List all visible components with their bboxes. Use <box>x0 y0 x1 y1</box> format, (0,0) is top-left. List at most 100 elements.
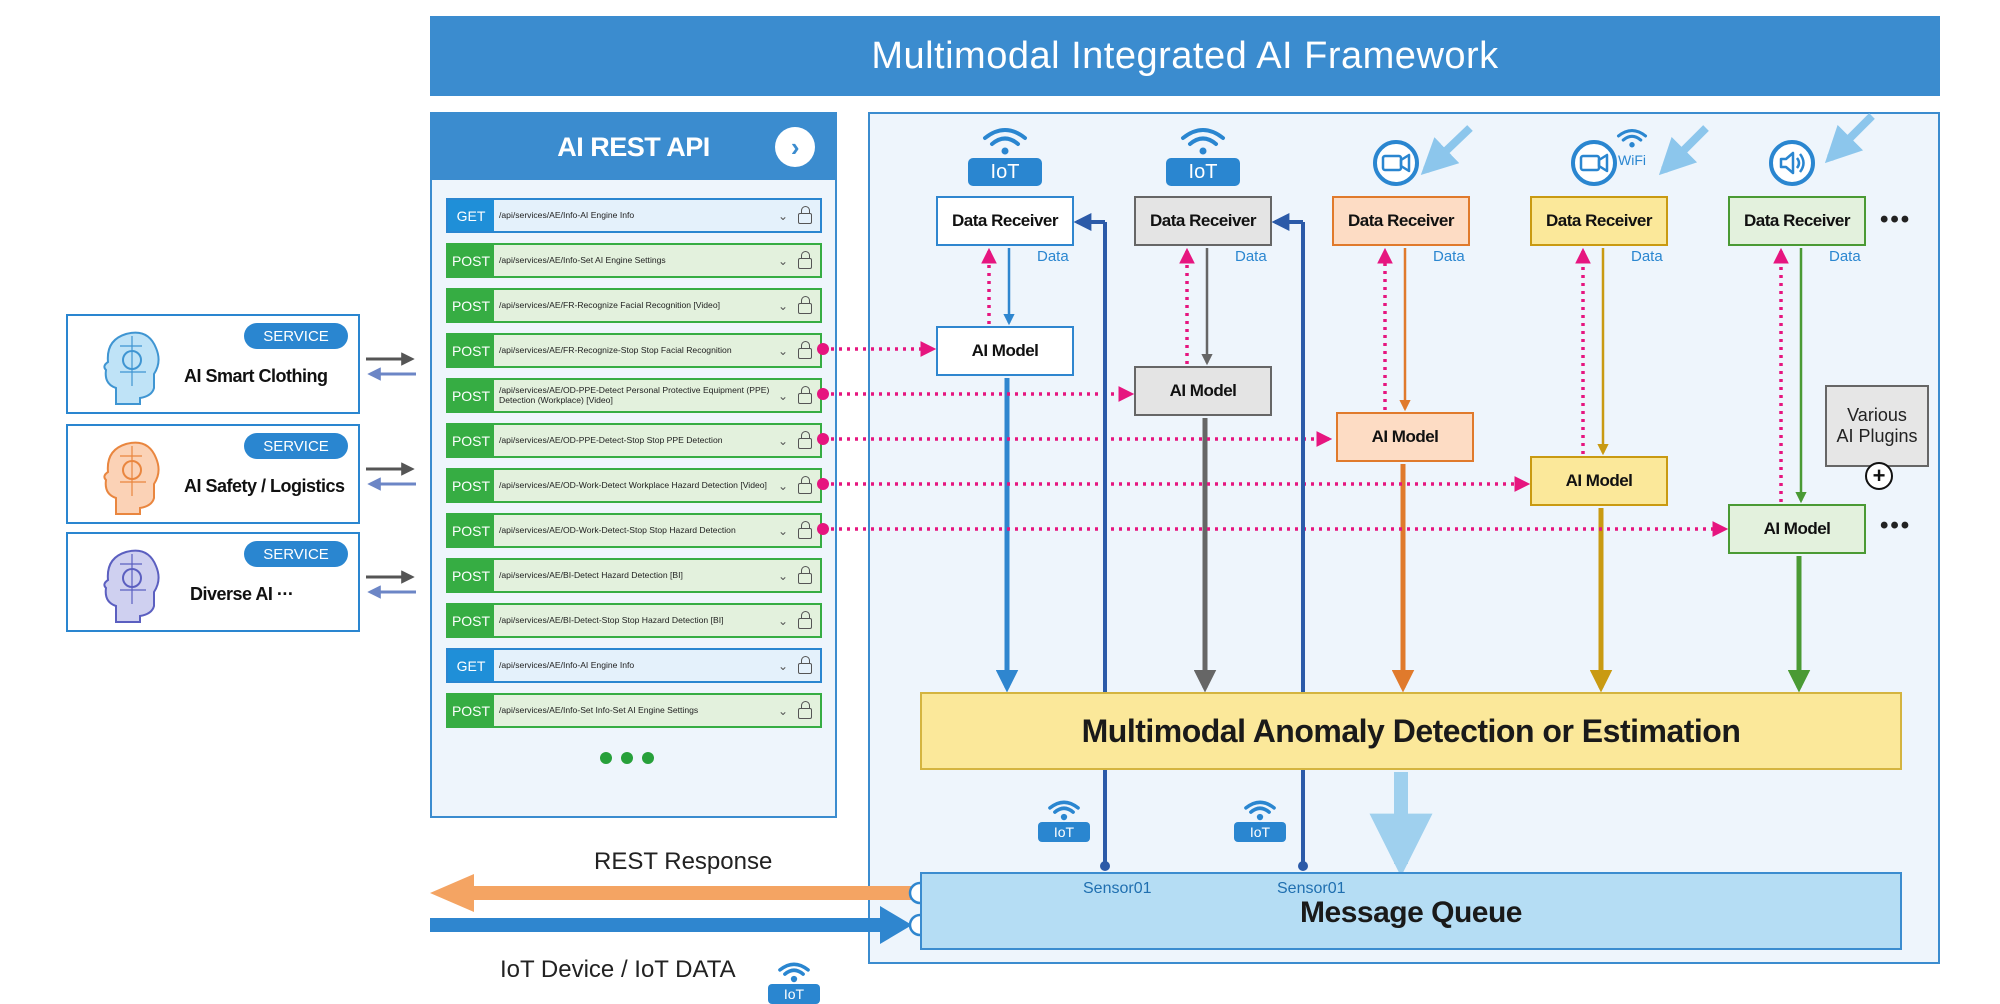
chevron-right-icon[interactable]: › <box>775 127 815 167</box>
wifi-label: WiFi <box>1618 152 1646 168</box>
endpoint-row[interactable]: POST /api/services/AE/Info-Set AI Engine… <box>446 243 822 278</box>
iot-mini-badge: IoT <box>1038 798 1090 842</box>
plus-icon[interactable]: + <box>1865 462 1893 490</box>
data-label: Data <box>1829 248 1861 265</box>
service-label: AI Safety / Logistics <box>184 476 345 496</box>
service-badge: SERVICE <box>244 433 348 459</box>
endpoint-path: /api/services/AE/BI-Detect-Stop Stop Haz… <box>499 615 724 625</box>
more-receivers-dots: ••• <box>1880 206 1912 233</box>
http-method: POST <box>448 515 494 546</box>
iot-source: IoT <box>968 124 1042 186</box>
api-header: AI REST API › <box>432 114 835 180</box>
iot-data-arrow <box>430 906 912 944</box>
endpoint-row[interactable]: POST /api/services/AE/BI-Detect-Stop Sto… <box>446 603 822 638</box>
chevron-down-icon[interactable]: ⌄ <box>777 388 789 403</box>
endpoint-row[interactable]: POST /api/services/AE/OD-Work-Detect-Sto… <box>446 513 822 548</box>
ai-model-box: AI Model <box>1530 456 1668 506</box>
chevron-down-icon[interactable]: ⌄ <box>777 703 789 718</box>
service-card[interactable]: SERVICE Diverse AI ··· <box>66 532 360 632</box>
ai-model-box: AI Model <box>936 326 1074 376</box>
wifi-source: WiFi <box>1607 124 1657 168</box>
http-method: POST <box>448 335 494 366</box>
ai-head-icon <box>103 549 160 623</box>
lock-icon[interactable] <box>798 296 812 314</box>
lock-icon[interactable] <box>798 476 812 494</box>
lock-icon[interactable] <box>798 701 812 719</box>
endpoint-path: /api/services/AE/FR-Recognize Facial Rec… <box>499 300 720 310</box>
endpoint-path: /api/services/AE/OD-PPE-Detect Personal … <box>499 385 770 405</box>
http-method: POST <box>448 245 494 276</box>
wifi-icon <box>1616 129 1648 148</box>
ai-model-box: AI Model <box>1728 504 1866 554</box>
rest-response-label: REST Response <box>594 848 773 875</box>
data-receiver-box: Data Receiver <box>1530 196 1668 246</box>
framework-title: Multimodal Integrated AI Framework <box>430 16 1940 96</box>
iot-data-label: IoT Device / IoT DATA <box>500 956 736 983</box>
chevron-down-icon[interactable]: ⌄ <box>777 658 789 673</box>
iot-badge: IoT <box>1166 158 1240 186</box>
lock-icon[interactable] <box>798 566 812 584</box>
endpoint-row[interactable]: POST /api/services/AE/Info-Set Info-Set … <box>446 693 822 728</box>
input-source-arrow <box>1658 125 1709 176</box>
lock-icon[interactable] <box>798 206 812 224</box>
lock-icon[interactable] <box>798 521 812 539</box>
chevron-down-icon[interactable]: ⌄ <box>777 433 789 448</box>
endpoint-row[interactable]: POST /api/services/AE/BI-Detect Hazard D… <box>446 558 822 593</box>
data-label: Data <box>1631 248 1663 265</box>
chevron-down-icon[interactable]: ⌄ <box>777 478 789 493</box>
service-card[interactable]: SERVICE AI Safety / Logistics <box>66 424 360 524</box>
endpoint-path: /api/services/AE/OD-PPE-Detect-Stop Stop… <box>499 435 723 445</box>
api-panel: AI REST API › GET /api/services/AE/Info-… <box>430 112 837 818</box>
lock-icon[interactable] <box>798 611 812 629</box>
ai-head-icon <box>103 331 160 405</box>
lock-icon[interactable] <box>798 341 812 359</box>
chevron-down-icon[interactable]: ⌄ <box>777 208 789 223</box>
chevron-down-icon[interactable]: ⌄ <box>777 298 789 313</box>
chevron-down-icon[interactable]: ⌄ <box>777 613 789 628</box>
wifi-icon <box>1181 128 1225 155</box>
lock-icon[interactable] <box>798 656 812 674</box>
http-method: POST <box>448 380 494 411</box>
service-label: AI Smart Clothing <box>184 366 328 386</box>
chevron-down-icon[interactable]: ⌄ <box>777 523 789 538</box>
chevron-down-icon[interactable]: ⌄ <box>777 343 789 358</box>
sensor-label-2: Sensor01 <box>1277 880 1346 897</box>
service-badge: SERVICE <box>244 323 348 349</box>
data-receiver-box: Data Receiver <box>1332 196 1470 246</box>
connector-dot <box>1100 861 1110 871</box>
chevron-down-icon[interactable]: ⌄ <box>777 568 789 583</box>
camera-icon <box>1569 138 1619 193</box>
connector-dot <box>1298 861 1308 871</box>
more-endpoints-dots <box>600 752 670 768</box>
endpoint-path: /api/services/AE/OD-Work-Detect Workplac… <box>499 480 767 490</box>
anomaly-detection-box: Multimodal Anomaly Detection or Estimati… <box>920 692 1902 770</box>
message-queue-label: Message Queue <box>1300 896 1522 929</box>
lock-icon[interactable] <box>798 386 812 404</box>
camera-icon <box>1371 138 1421 193</box>
endpoint-row[interactable]: GET /api/services/AE/Info-AI Engine Info… <box>446 198 822 233</box>
endpoint-path: /api/services/AE/Info-Set AI Engine Sett… <box>499 255 666 265</box>
iot-mini-badge: IoT <box>1234 798 1286 842</box>
lock-icon[interactable] <box>798 251 812 269</box>
endpoint-row[interactable]: POST /api/services/AE/FR-Recognize Facia… <box>446 288 822 323</box>
endpoint-row[interactable]: GET /api/services/AE/Info-AI Engine Info… <box>446 648 822 683</box>
wifi-icon <box>983 128 1027 155</box>
iot-badge: IoT <box>768 984 820 1004</box>
chevron-down-icon[interactable]: ⌄ <box>777 253 789 268</box>
endpoint-row[interactable]: POST /api/services/AE/FR-Recognize-Stop … <box>446 333 822 368</box>
input-source-arrow <box>1824 113 1875 164</box>
iot-badge: IoT <box>968 158 1042 186</box>
endpoint-path: /api/services/AE/OD-Work-Detect-Stop Sto… <box>499 525 736 535</box>
service-card[interactable]: SERVICE AI Smart Clothing <box>66 314 360 414</box>
lock-icon[interactable] <box>798 431 812 449</box>
endpoint-row[interactable]: POST /api/services/AE/OD-PPE-Detect-Stop… <box>446 423 822 458</box>
http-method: POST <box>448 695 494 726</box>
data-label: Data <box>1433 248 1465 265</box>
http-method: POST <box>448 290 494 321</box>
endpoint-row[interactable]: POST /api/services/AE/OD-PPE-Detect Pers… <box>446 378 822 413</box>
message-queue-box: Message Queue <box>920 872 1902 950</box>
endpoint-path: /api/services/AE/FR-Recognize-Stop Stop … <box>499 345 732 355</box>
